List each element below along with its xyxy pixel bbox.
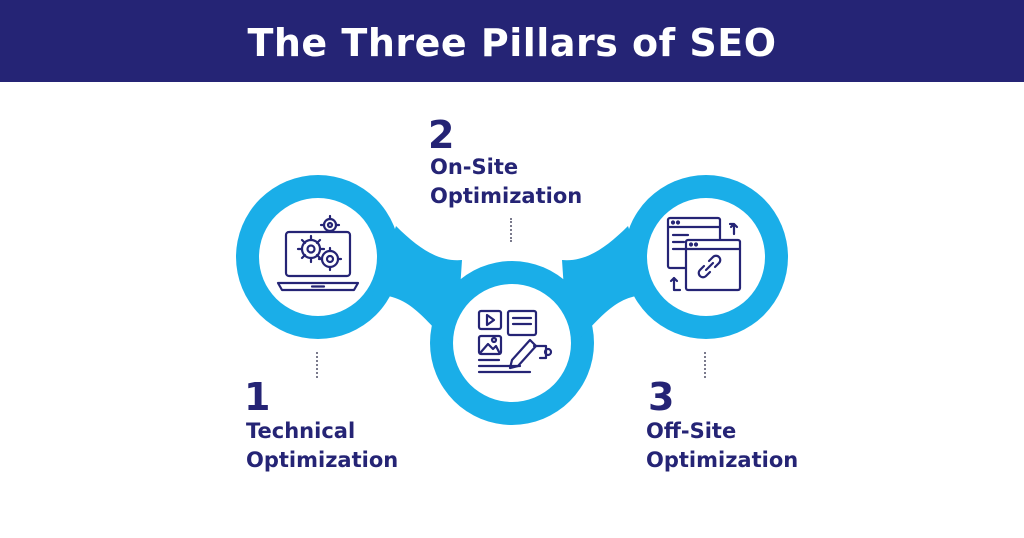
- pillar-3-number: 3: [648, 375, 675, 419]
- pillar-1-number: 1: [244, 375, 271, 419]
- title-banner: The Three Pillars of SEO: [0, 0, 1024, 82]
- pillar-2-label: On-Site Optimization: [430, 153, 582, 211]
- page-title: The Three Pillars of SEO: [247, 21, 777, 65]
- pillar-2-number: 2: [428, 113, 455, 157]
- pillar-2-circle: [453, 284, 571, 402]
- pillar-1-label: Technical Optimization: [246, 417, 398, 475]
- content-editing-icon: [477, 309, 553, 374]
- browser-link-icon: [666, 216, 742, 292]
- connector-2: [510, 218, 512, 242]
- pillar-3-label-line1: Off-Site: [646, 419, 737, 443]
- pillar-3-label-line2: Optimization: [646, 448, 799, 472]
- pillar-1-label-line1: Technical: [246, 419, 356, 443]
- pillar-2-label-line2: Optimization: [430, 184, 583, 208]
- pillar-3-label: Off-Site Optimization: [646, 417, 798, 475]
- laptop-gears-icon: [276, 214, 360, 292]
- pillar-1-label-line2: Optimization: [246, 448, 399, 472]
- connector-1: [316, 352, 318, 378]
- pillar-2-label-line1: On-Site: [430, 155, 519, 179]
- connector-3: [704, 352, 706, 378]
